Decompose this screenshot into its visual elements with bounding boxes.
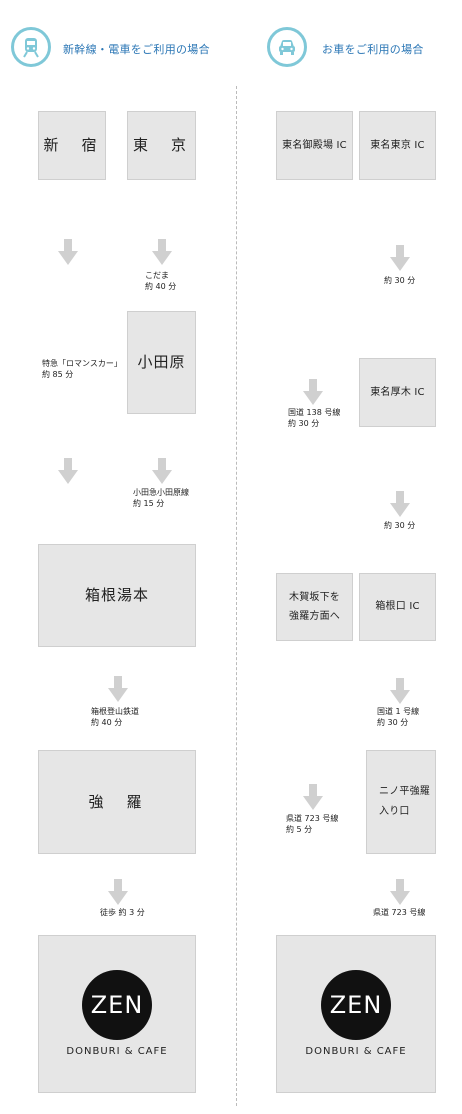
arrow-down-icon bbox=[152, 239, 172, 265]
arrow-down-icon bbox=[390, 678, 410, 704]
zen-logo-box-train: ZEN DONBURI & CAFE bbox=[38, 935, 196, 1093]
route-note-kodama: こだま 約 40 分 bbox=[145, 271, 177, 291]
kigasaka-label: 木賀坂下を 強羅方面へ bbox=[289, 592, 340, 622]
arrow-down-icon bbox=[303, 379, 323, 405]
car-icon bbox=[267, 27, 307, 67]
route-note-30min-b: 約 30 分 bbox=[384, 521, 416, 530]
station-tokyo: 東 京 bbox=[127, 111, 196, 180]
train-header-title: 新幹線・電車をご利用の場合 bbox=[63, 43, 210, 56]
station-gora: 強 羅 bbox=[38, 750, 196, 854]
kigasaka-box: 木賀坂下を 強羅方面へ bbox=[276, 573, 353, 641]
route-note-p723-b: 県道 723 号線 bbox=[373, 908, 426, 917]
arrow-down-icon bbox=[390, 879, 410, 905]
arrow-down-icon bbox=[390, 245, 410, 271]
zen-logo-box-car: ZEN DONBURI & CAFE bbox=[276, 935, 436, 1093]
route-note-tozan: 箱根登山鉄道 約 40 分 bbox=[91, 707, 139, 727]
station-odawara: 小田原 bbox=[127, 311, 196, 414]
ninotaira-box: ニノ平強羅 入り口 bbox=[366, 750, 436, 854]
column-divider bbox=[236, 86, 237, 1106]
arrow-down-icon bbox=[108, 879, 128, 905]
zen-logo-circle: ZEN bbox=[321, 970, 391, 1040]
arrow-down-icon bbox=[390, 491, 410, 517]
station-hakone-yumoto: 箱根湯本 bbox=[38, 544, 196, 647]
route-note-r1: 国道 1 号線 約 30 分 bbox=[377, 707, 420, 727]
route-note-r138: 国道 138 号線 約 30 分 bbox=[288, 408, 341, 428]
arrow-down-icon bbox=[58, 239, 78, 265]
route-note-30min-a: 約 30 分 bbox=[384, 276, 416, 285]
route-note-p723-a: 県道 723 号線 約 5 分 bbox=[286, 814, 339, 834]
route-note-odakyu: 小田急小田原線 約 15 分 bbox=[133, 488, 189, 508]
arrow-down-icon bbox=[108, 676, 128, 702]
station-shinjuku: 新 宿 bbox=[38, 111, 106, 180]
ic-atsugi: 東名厚木 IC bbox=[359, 358, 436, 427]
arrow-down-icon bbox=[58, 458, 78, 484]
ic-hakoneguchi: 箱根口 IC bbox=[359, 573, 436, 641]
ic-gotemba: 東名御殿場 IC bbox=[276, 111, 353, 180]
ninotaira-label: ニノ平強羅 入り口 bbox=[379, 786, 430, 817]
route-note-romancecar: 特急「ロマンスカー」 約 85 分 bbox=[42, 359, 122, 379]
route-note-walk: 徒歩 約 3 分 bbox=[100, 908, 145, 917]
train-icon bbox=[11, 27, 51, 67]
zen-logo-circle: ZEN bbox=[82, 970, 152, 1040]
arrow-down-icon bbox=[303, 784, 323, 810]
zen-logo-subtitle: DONBURI & CAFE bbox=[305, 1046, 407, 1057]
ic-tokyo: 東名東京 IC bbox=[359, 111, 436, 180]
zen-logo-subtitle: DONBURI & CAFE bbox=[66, 1046, 168, 1057]
arrow-down-icon bbox=[152, 458, 172, 484]
car-header-title: お車をご利用の場合 bbox=[322, 43, 424, 56]
